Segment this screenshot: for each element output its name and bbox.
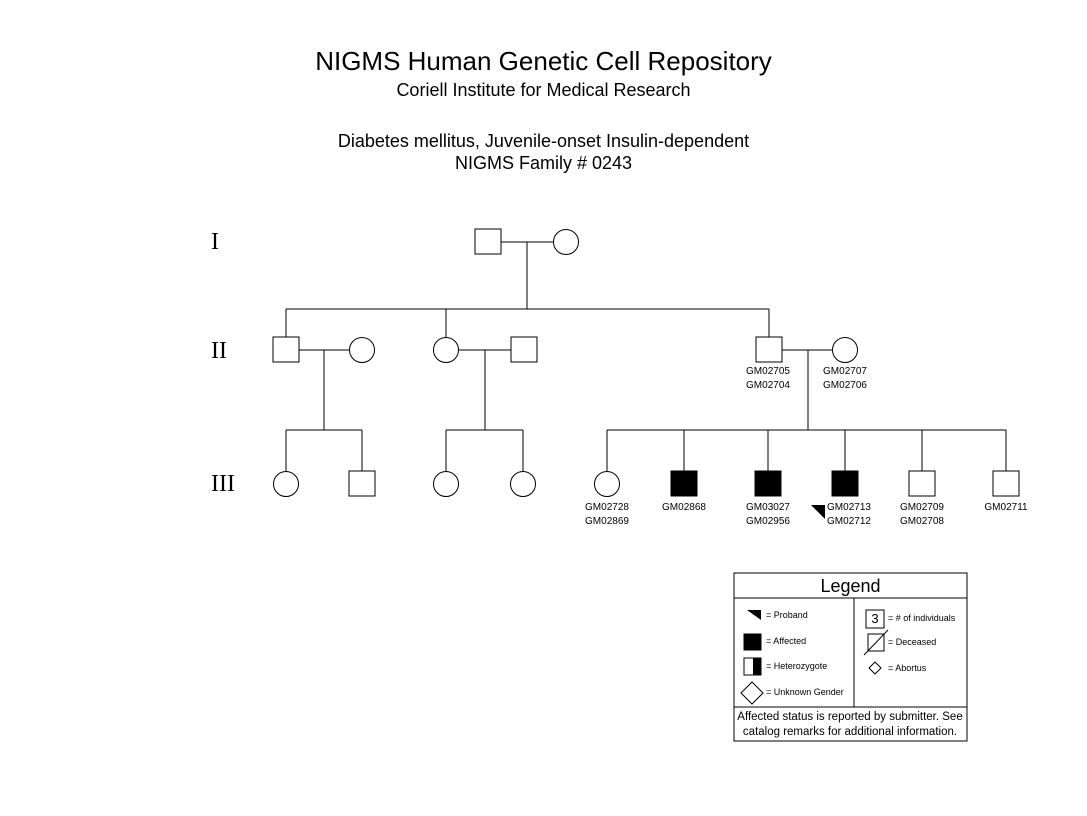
gen3-male-5-square: [908, 470, 936, 497]
generation-label-i: I: [211, 229, 219, 255]
gen2-female-1-circle: [349, 337, 375, 363]
id-label: GM02713: [827, 502, 871, 513]
page-subtitle: Coriell Institute for Medical Research: [396, 80, 691, 100]
legend-unknown-gender-label: = Unknown Gender: [766, 687, 844, 697]
disease-name: Diabetes mellitus, Juvenile-onset Insuli…: [337, 131, 750, 151]
legend-proband-label: = Proband: [766, 610, 808, 620]
gen2-male-3-square: [755, 336, 783, 363]
gen3-affected-male-proband-square: [831, 470, 859, 497]
id-label: GM02706: [823, 380, 867, 391]
id-label: GM02869: [585, 516, 629, 527]
id-label: GM02704: [746, 380, 790, 391]
gen2-female-3-circle: [832, 337, 858, 363]
legend-title: Legend: [820, 576, 881, 596]
legend-abortus-label: = Abortus: [888, 663, 927, 673]
legend-count-box-icon: [865, 609, 885, 629]
gen3-female-3-circle: [510, 471, 536, 497]
id-label: GM02707: [823, 366, 867, 377]
id-label: GM02709: [900, 502, 944, 513]
gen3-affected-male-2-square: [754, 470, 782, 497]
id-label: GM02868: [662, 502, 706, 513]
gen3-male-1-square: [348, 470, 376, 497]
legend-proband-icon: [747, 610, 761, 620]
gen3-female-1-circle: [273, 471, 299, 497]
legend-heterozygote-label: = Heterozygote: [766, 661, 828, 671]
gen3-female-4-circle: [594, 471, 620, 497]
gen3-female-2-circle: [433, 471, 459, 497]
generation-label-ii: II: [211, 338, 227, 364]
gen1-female-circle: [553, 229, 579, 255]
legend-box: [733, 572, 968, 742]
legend-deceased-label: = Deceased: [888, 637, 937, 647]
legend-affected-icon: [743, 633, 762, 651]
legend-heterozygote-fill: [753, 658, 761, 675]
gen3-affected-male-1-square: [670, 470, 698, 497]
id-label: GM02728: [585, 502, 629, 513]
legend-deceased-slash-icon: [863, 629, 889, 656]
gen2-male-1-square: [272, 336, 300, 363]
id-label: GM02956: [746, 516, 790, 527]
generation-label-iii: III: [211, 471, 235, 497]
gen2-female-2-circle: [433, 337, 459, 363]
proband-arrow-icon: [811, 505, 825, 519]
id-label: GM02711: [984, 502, 1028, 513]
id-label: GM02708: [900, 516, 944, 527]
gen2-male-2-square: [510, 336, 538, 363]
legend-count-label: = # of individuals: [888, 613, 956, 623]
legend-unknown-gender-icon: [740, 681, 764, 705]
page-title: NIGMS Human Genetic Cell Repository: [315, 46, 772, 76]
family-number: NIGMS Family # 0243: [454, 153, 633, 173]
id-label: GM02712: [827, 516, 871, 527]
gen1-male-square: [474, 228, 502, 255]
legend-count-number: 3: [871, 611, 879, 626]
id-label: GM02705: [746, 366, 790, 377]
legend-affected-label: = Affected: [766, 636, 807, 646]
id-label: GM03027: [746, 502, 790, 513]
legend-abortus-icon: [868, 661, 882, 675]
gen3-male-6-square: [992, 470, 1020, 497]
legend-note: Affected status is reported by submitter…: [737, 711, 963, 738]
